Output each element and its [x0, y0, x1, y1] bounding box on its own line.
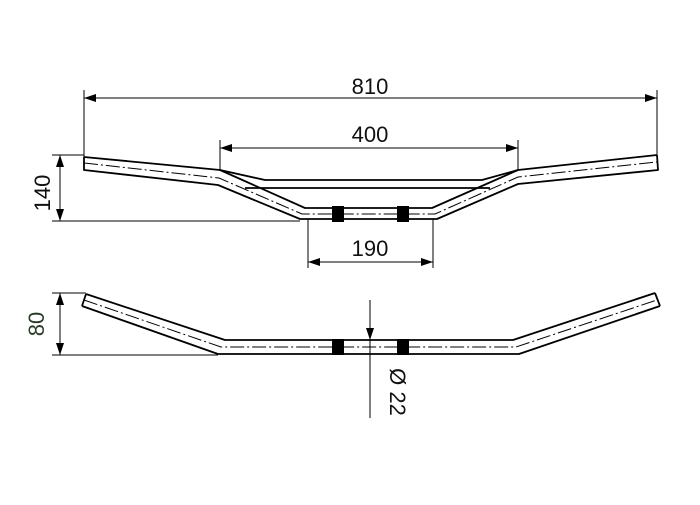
top-tube-lower-edge	[81, 305, 661, 355]
front-tube-upper-edge	[83, 154, 658, 181]
front-clamp-mark-right	[397, 206, 409, 222]
front-centerline	[83, 161, 658, 215]
top-centerline	[83, 299, 658, 348]
front-tube-outline	[83, 154, 659, 220]
front-view: 810 400 190 140	[30, 74, 659, 268]
front-clamp-mark-left	[332, 206, 344, 222]
dim-label-front-rise: 140	[30, 175, 55, 212]
top-tube-upper-edge	[85, 292, 656, 341]
top-clamp-mark-right	[397, 339, 409, 355]
top-clamp-mark-left	[332, 339, 344, 355]
front-tube-inner-edge	[219, 169, 519, 209]
dim-label-tube-diameter: Ø 22	[385, 368, 410, 416]
top-tube-end-right	[654, 292, 661, 307]
dim-label-center-width: 190	[352, 236, 389, 261]
dim-label-side-rise: 80	[24, 312, 49, 336]
top-view: 80 Ø 22	[24, 292, 661, 418]
dim-label-rise-width: 400	[352, 122, 389, 147]
dim-label-overall-width: 810	[352, 74, 389, 99]
